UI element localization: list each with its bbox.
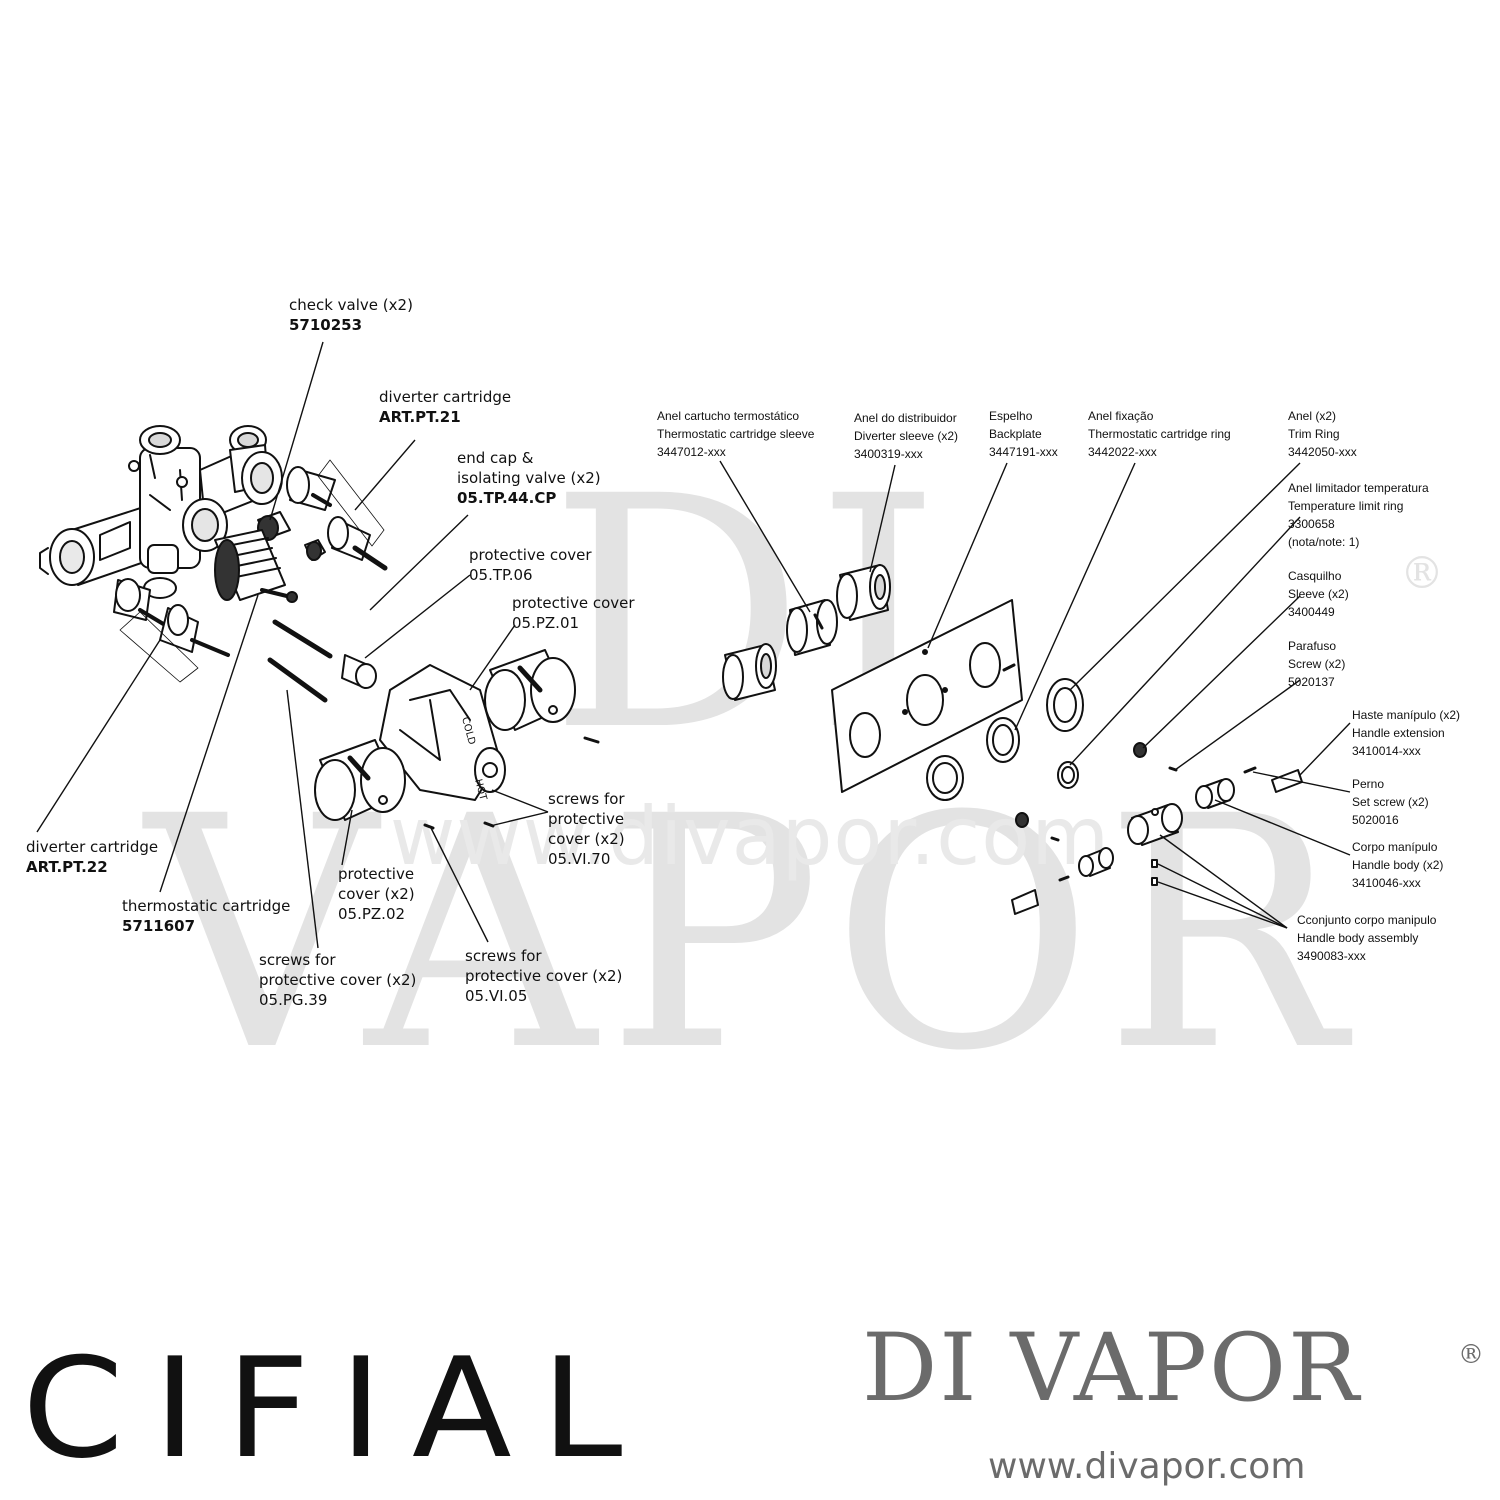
label-check-valve: check valve (x2) 5710253 <box>289 296 413 334</box>
protective-cover-pz01-part <box>484 649 576 731</box>
cifial-logo: CIFIAL <box>22 1348 652 1468</box>
label-protective-cover-pz01: protective cover 05.PZ.01 <box>512 594 635 632</box>
label-handle-body: Corpo manípulo Handle body (x2) 3410046-… <box>1352 840 1444 890</box>
divapor-logo: DI VAPOR <box>862 1314 1361 1423</box>
backplate-part <box>831 599 1023 793</box>
diverter-sleeve-part <box>786 564 891 656</box>
divapor-registered-mark: ® <box>1458 1340 1484 1370</box>
leader-lines <box>36 341 1351 949</box>
thermostatic-body-part: COLD HOT <box>379 664 506 802</box>
label-backplate: Espelho Backplate 3447191-xxx <box>989 409 1058 459</box>
protective-cover-pz02-part <box>314 739 406 821</box>
sleeves-part <box>1015 742 1147 828</box>
label-handle-extension: Haste manípulo (x2) Handle extension 341… <box>1352 708 1461 758</box>
thermostatic-cartridge-part <box>214 529 298 603</box>
label-diverter-cartridge-22: diverter cartridge ART.PT.22 <box>26 838 159 876</box>
label-end-cap: end cap & isolating valve (x2) 05.TP.44.… <box>457 449 601 507</box>
label-diverter-cartridge-21: diverter cartridge ART.PT.21 <box>379 388 512 426</box>
label-handle-body-assembly: Cconjunto corpo manipulo Handle body ass… <box>1297 913 1437 963</box>
svg-text:CIFIAL: CIFIAL <box>22 1348 652 1468</box>
label-screw: Parafuso Screw (x2) 5020137 <box>1288 639 1346 689</box>
check-valve-part <box>257 511 326 561</box>
long-screws-part <box>267 619 333 703</box>
label-sleeve: Casquilho Sleeve (x2) 3400449 <box>1288 569 1349 619</box>
label-screws-vi70: screws for protective cover (x2) 05.VI.7… <box>548 790 625 868</box>
divapor-url: www.divapor.com <box>988 1446 1306 1487</box>
label-thermostatic-cartridge: thermostatic cartridge 5711607 <box>122 897 291 935</box>
label-screws-vi05: screws for protective cover (x2) 05.VI.0… <box>465 947 623 1005</box>
protective-cover-tp06-part <box>341 654 377 689</box>
diverter-cartridge-22-part <box>113 578 230 683</box>
label-screws-pg39: screws for protective cover (x2) 05.PG.3… <box>259 951 417 1009</box>
valve-body <box>39 425 283 599</box>
watermark-registered-mark: ® <box>1400 548 1444 599</box>
diverter-cartridge-21-part <box>286 459 388 571</box>
label-trim-ring: Anel (x2) Trim Ring 3442050-xxx <box>1288 409 1357 459</box>
label-thermostatic-sleeve: Anel cartucho termostático Thermostatic … <box>657 409 815 459</box>
handle-body-assembly-part <box>1127 803 1183 886</box>
handle-bodies-part <box>1078 778 1235 877</box>
set-screws-part <box>1058 766 1257 882</box>
label-temperature-limit-ring: Anel limitador temperatura Temperature l… <box>1288 481 1429 549</box>
thermostatic-sleeve-part <box>722 643 777 701</box>
handle-extension-part <box>1011 769 1303 915</box>
label-protective-cover-tp06: protective cover 05.TP.06 <box>469 546 592 584</box>
label-set-screw: Perno Set screw (x2) 5020016 <box>1352 777 1429 827</box>
temperature-limit-ring-part <box>1057 761 1079 789</box>
label-cartridge-ring: Anel fixação Thermostatic cartridge ring… <box>1088 409 1231 459</box>
label-diverter-sleeve: Anel do distribuidor Diverter sleeve (x2… <box>854 411 959 461</box>
label-protective-cover-pz02: protective cover (x2) 05.PZ.02 <box>338 865 415 923</box>
trim-rings-part <box>926 678 1084 801</box>
watermark-url: www.divapor.com <box>389 790 1111 883</box>
